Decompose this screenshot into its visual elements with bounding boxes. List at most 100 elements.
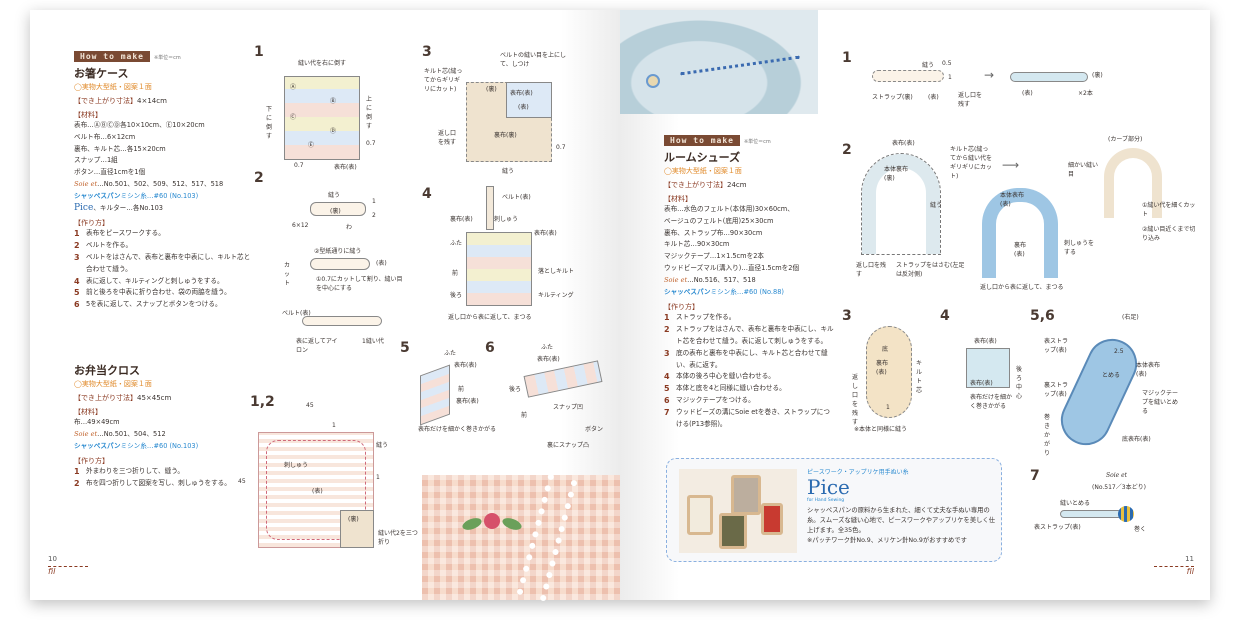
text-label: 裏ストラップ(表) (1044, 382, 1069, 398)
text-label: カット (284, 262, 291, 287)
text-label: 3 (74, 252, 80, 262)
text-label: ストラップをはさんで、表布と裏布を中表にし、キルト芯を合わせて縫う。表に返して刺… (676, 325, 834, 345)
pattern-note: ◯実物大型紙・図案１面 (664, 167, 742, 175)
text-label: 2.5 (1114, 348, 1124, 355)
text-label: 縫う (328, 192, 341, 199)
text-label: 底の表布と裏布を中表にし、キルト芯と合わせて縫い、表に返す。 (676, 348, 828, 369)
text-label: 本体と底を4と同様に縫い合わせる。 (676, 384, 786, 393)
text-label: ミシン糸…#60 (No.88) (710, 287, 784, 296)
text-label: 底表布(表) (1122, 436, 1151, 443)
text-label: 表ストラップ(表) (1034, 524, 1081, 531)
text-label: 表布だけを細かく巻きかがる (418, 426, 497, 433)
embroidered-cloth-photo (422, 473, 620, 602)
diagram-step-7: 7 Soie et (No.517／3本どり) 縫いとめる 表ストラップ(表) … (1030, 468, 1190, 548)
text-label: 2 (372, 212, 376, 219)
text-label: ベージュのフェルト(底用)25×30cm (664, 216, 774, 225)
text-label: 0.7 (366, 140, 376, 147)
text-label: 返し口から表に返して、まつる (980, 284, 1064, 291)
text-label: 1 (254, 44, 264, 60)
text-label: ベルト布…6×12cm (74, 132, 136, 141)
text-label: 7 (664, 407, 670, 417)
finished-size: 【でき上がり寸法】4×14cm (74, 96, 254, 106)
text-label: 0.5 (942, 60, 952, 67)
text-label: …No.501、504、512 (97, 429, 166, 438)
text-label: ベルトの縫い目を上にして、しつけ (500, 52, 567, 68)
arrow-icon: → (984, 68, 995, 82)
pice-promo-box: ピースワーク・アップリケ用手ぬい糸 Pice for Hand Sewing シ… (666, 458, 1002, 562)
text-label: 4 (940, 308, 950, 324)
text-label: 縫う (376, 442, 389, 449)
text-label: …No.516、517、518 (687, 275, 756, 284)
text-label: スナップ…1組 (74, 156, 118, 165)
text-label: 上に倒す (366, 96, 373, 130)
text-label: ストラップをはさむ(左足は反対側) (896, 262, 965, 278)
item1-instructions: How to make※単位＝cm お箸ケース ◯実物大型紙・図案１面 【でき上… (74, 44, 254, 311)
text-label: 45×45cm (137, 394, 172, 402)
wood-bead-icon (646, 74, 660, 88)
materials-heading: 【材料】 (74, 408, 102, 416)
text-label: 裏布(裏) (494, 132, 517, 139)
text-label: 4 (422, 186, 432, 202)
text-label: 表布…水色のフェルト(本体用)30×60cm、 (664, 205, 794, 213)
text-label: 刺しゅう (494, 216, 519, 223)
text-label: Ⓓ (330, 128, 337, 135)
how-to-make-badge: How to make (74, 51, 150, 62)
text-label: 下に倒す (266, 106, 273, 140)
materials-heading: 【材料】 (74, 111, 102, 119)
diagram-step-4: 4 表布(表) 後ろ中心 表布(表) 表布だけを細かく巻きかがる (940, 308, 1030, 438)
text-label: 裏布、キルト芯…各15×20cm (74, 144, 166, 153)
text-label: 4 (74, 276, 80, 286)
text-label: ①縫い代を細くカット (1142, 202, 1196, 218)
text-label: 1縫い代 (362, 338, 384, 345)
text-label: 1 (74, 229, 80, 239)
text-label: 本体の後ろ中心を縫い合わせる。 (676, 372, 775, 381)
text-label: Soie et (1106, 472, 1128, 479)
text-label: 1 (664, 313, 670, 323)
text-label: 1 (332, 422, 336, 429)
text-label: ふた (541, 344, 554, 351)
text-label: 縫いとめる (1060, 500, 1091, 507)
steps-heading: 【作り方】 (74, 457, 109, 466)
text-label: 表布(表) (974, 338, 997, 345)
diagram-cloth: 1,2 45 45 1 1 縫う 刺しゅう (表) (裏) 縫い代2を三つ折り (238, 394, 418, 554)
text-label: (表) (928, 94, 939, 101)
text-label: (No.517／3本どり) (1092, 484, 1146, 491)
text-label: Ⓑ (330, 98, 337, 105)
diagram-step-5-6: 5,6 (右足) 表ストラップ(表) 裏ストラップ(表) 2.5 本体表布(表)… (1030, 308, 1190, 468)
text-label: 3 (664, 348, 670, 358)
unit-note: ※単位＝cm (153, 55, 181, 61)
folio-logo: fil (48, 567, 56, 576)
text-label: 前と後ろを中表に折り合わせ、袋の両脇を縫う。 (86, 288, 231, 297)
diagram-step-3: 3 底 裏布(表) キルト芯 返し口を残す 1 ※本体と同様に縫う (842, 308, 942, 438)
rose-embroidery-icon (484, 513, 500, 529)
text-label: ベルト(表) (502, 194, 531, 201)
text-label: (裏) (330, 208, 341, 215)
text-label: 5 (400, 340, 410, 356)
text-label: Ⓐ (290, 84, 297, 91)
page-number: 10 (48, 555, 57, 563)
text-label: (裏) (486, 86, 497, 93)
text-label: 刺しゅうをする (1064, 240, 1095, 256)
text-label: 巻きかがり (1044, 414, 1051, 457)
text-label: キルト芯 (916, 360, 923, 394)
text-label: 5を表に返して、スナップとボタンをつける。 (86, 300, 222, 309)
text-label: (表) (518, 104, 529, 111)
text-label: ①0.7にカットして割り、縫い目を中心にする (316, 276, 403, 292)
text-label: 2 (74, 479, 80, 489)
text-label: 2 (254, 170, 264, 186)
text-label: Ⓔ (308, 142, 315, 149)
text-label: 縫う (502, 168, 515, 175)
text-label: 、キルター…各No.103 (93, 203, 164, 212)
text-label: 0.7 (556, 144, 566, 151)
text-label: 6×12 (292, 222, 309, 229)
steps-heading: 【作り方】 (74, 219, 109, 228)
text-label: 表ストラップ(表) (1044, 338, 1069, 354)
text-label: 7 (1030, 468, 1040, 484)
text-label: マジックテープ…1×1.5cmを2本 (664, 252, 764, 261)
text-label: キルティング (538, 292, 574, 299)
text-label: 表布だけを細かく巻きかがる (970, 394, 1013, 410)
text-label: 0.7 (294, 162, 304, 169)
text-label: 2 (664, 325, 670, 335)
text-label: ウッドビーズマル(溝入り)…直径1.5cmを2個 (664, 263, 800, 272)
